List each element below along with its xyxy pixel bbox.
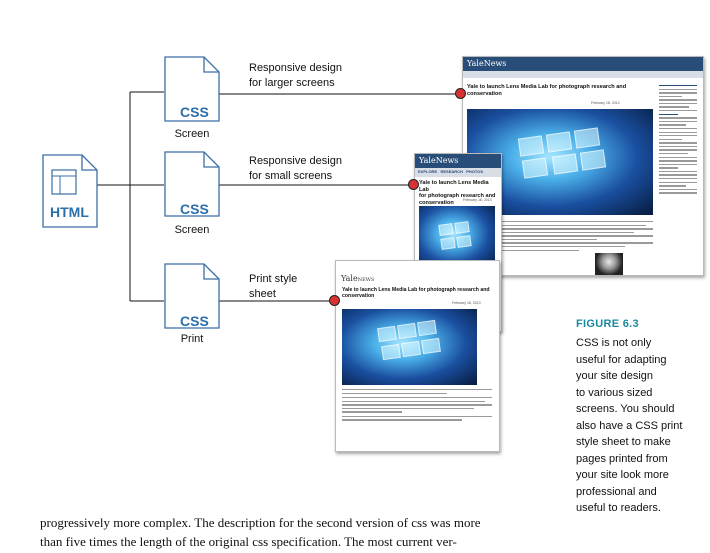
css-file-label: CSS	[180, 104, 209, 120]
css-document-icon	[164, 263, 220, 329]
site-header: YaleNews	[463, 57, 703, 71]
site-header: YaleNews	[415, 154, 501, 168]
article-headline: Yale to launch Lens Media Lab for photog…	[342, 287, 490, 299]
article-date: February 18, 2013	[463, 198, 492, 202]
description-small-screen: Responsive design for small screens	[249, 155, 342, 182]
body-paragraph: progressively more complex. The descript…	[40, 515, 481, 549]
html-document-icon	[42, 154, 98, 228]
css-file-caption: Screen	[174, 128, 210, 140]
css-file-large-screen: CSS	[164, 56, 220, 122]
print-screenshot: YaleNEWS Yale to launch Lens Media Lab f…	[335, 260, 500, 452]
article-photo	[342, 309, 477, 385]
article-text-lines	[342, 389, 492, 423]
css-file-caption: Print	[180, 333, 204, 345]
article-date: February 18, 2013	[591, 101, 620, 105]
portrait-photo	[595, 253, 623, 275]
css-document-icon	[164, 56, 220, 122]
css-document-icon	[164, 151, 220, 217]
article-date: February 18, 2013	[452, 301, 481, 305]
html-file-label: HTML	[50, 204, 89, 220]
css-file-small-screen: CSS	[164, 151, 220, 217]
description-print: Print style sheet	[249, 273, 298, 300]
css-file-label: CSS	[180, 201, 209, 217]
figure-title: FIGURE 6.3	[576, 318, 639, 330]
article-photo	[419, 206, 495, 268]
sidebar-lines	[659, 85, 697, 196]
connector-dot	[455, 88, 466, 99]
article-headline: Yale to launch Lens Media Lab for photog…	[467, 84, 627, 97]
description-large-screen: Responsive design for larger screens	[249, 62, 342, 89]
css-file-print: CSS	[164, 263, 220, 329]
article-text-lines	[467, 221, 653, 253]
connector-dot	[329, 295, 340, 306]
large-screen-screenshot: YaleNews Yale to launch Lens Media Lab f…	[462, 56, 704, 276]
figure-caption: CSS is not only useful for adapting your…	[576, 337, 683, 514]
site-nav: EXPLORE RESEARCH PHOTOS	[415, 168, 501, 177]
connector-dot	[408, 179, 419, 190]
site-nav	[463, 71, 703, 78]
article-headline: Yale to launch Lens Media Lab for photog…	[419, 180, 496, 206]
print-brand: YaleNEWS	[341, 274, 375, 283]
css-file-label: CSS	[180, 313, 209, 329]
css-file-caption: Screen	[174, 224, 210, 236]
html-file: HTML	[42, 154, 98, 228]
